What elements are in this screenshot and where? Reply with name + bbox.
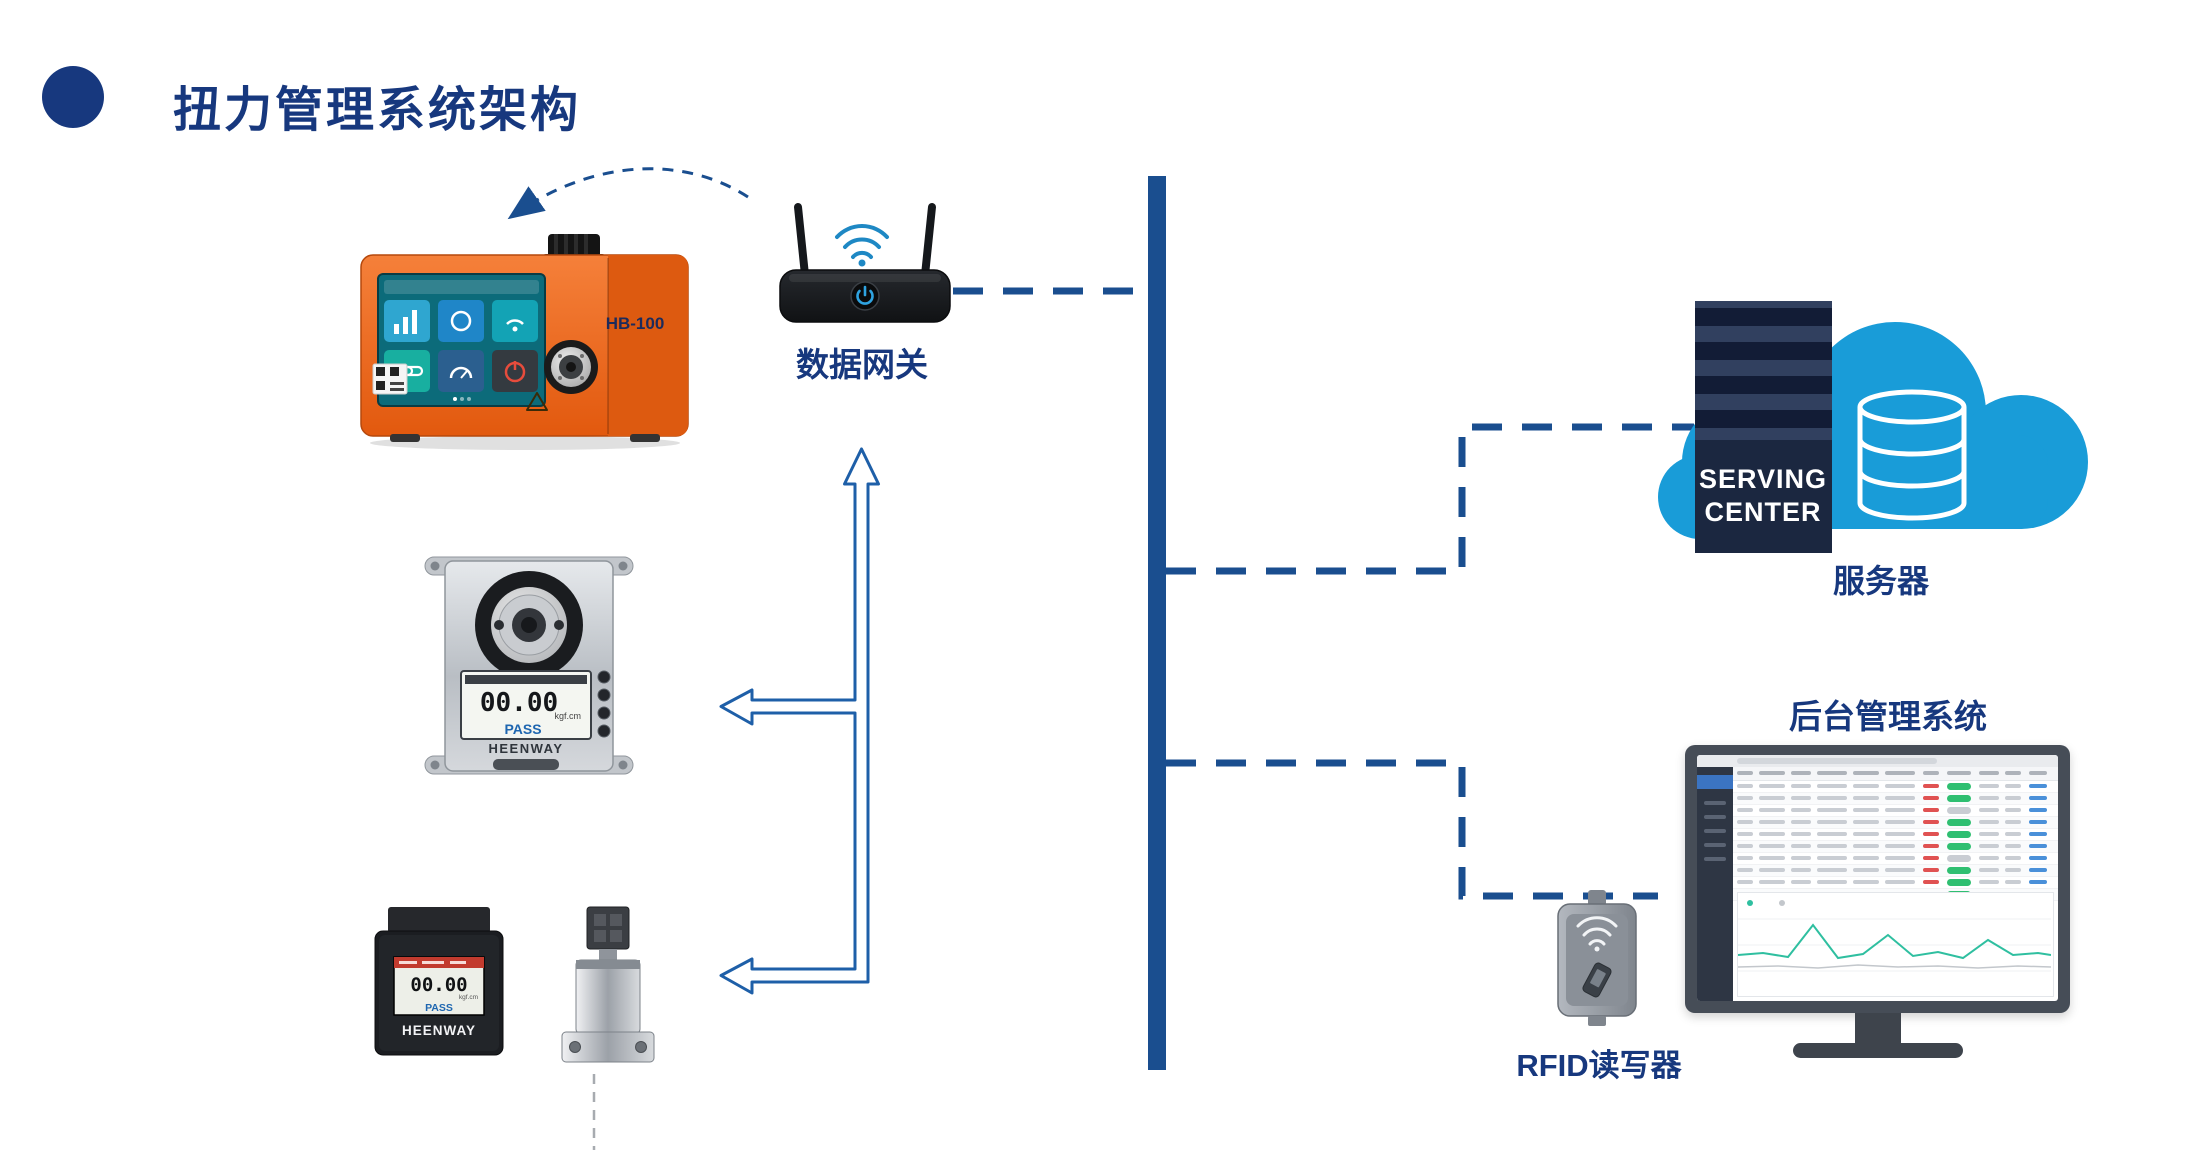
- sensor-neck: [599, 949, 617, 960]
- screen-tile-gauge-icon: [438, 350, 484, 392]
- screen-tile-chart-icon: [384, 300, 430, 342]
- backend-label: 后台管理系统: [1789, 698, 1987, 735]
- tester-gateway-link: [507, 167, 749, 220]
- tester-body-rightcap: [608, 255, 688, 436]
- backbone-server-link: [1166, 423, 1694, 575]
- monitor-screen: [1697, 755, 2058, 1001]
- monitor-table-rows: [1733, 767, 2058, 901]
- meter-chuck-icon: [475, 571, 583, 679]
- panel-status: PASS: [425, 1002, 453, 1014]
- server-label: 服务器: [1832, 563, 1930, 599]
- monitor-table-row: [1733, 817, 2058, 829]
- tester-connector-icon: [544, 340, 598, 394]
- panel-brand: HEENWAY: [402, 1023, 476, 1038]
- sidebar-item: [1704, 829, 1726, 833]
- meter-unit: kgf.cm: [554, 711, 581, 721]
- tester-foot: [390, 434, 420, 442]
- wifi-signal-icon: [835, 224, 889, 267]
- panel-torque-meter: 00.00 kgf.cm PASS HEENWAY: [374, 907, 504, 1056]
- screen-tile-power-icon: [492, 350, 538, 392]
- tester-foot: [630, 434, 660, 442]
- sidebar-active-item: [1697, 775, 1733, 789]
- meter-buttons: [597, 670, 611, 738]
- title-bullet-icon: [42, 66, 104, 128]
- router-antenna-left-icon: [794, 203, 809, 279]
- meter-status: PASS: [504, 721, 541, 737]
- tester-model-label: HB-100: [606, 314, 665, 333]
- monitor-table-row: [1733, 877, 2058, 889]
- trend-chart-icon: [1737, 900, 2052, 972]
- app-main: [1733, 767, 2058, 1001]
- rfid-label: RFID读写器: [1516, 1048, 1682, 1083]
- management-app: [1697, 767, 2058, 1001]
- meter-slot: [493, 759, 559, 770]
- rfid-tag-icon: [1582, 962, 1612, 998]
- rfid-reader: [1557, 890, 1637, 1026]
- screen-tile-sync-icon: [438, 300, 484, 342]
- monitor-table-row: [1733, 841, 2058, 853]
- server-cloud-group: SERVING CENTER: [1658, 301, 2088, 553]
- monitor-table-row: [1733, 865, 2058, 877]
- rfid-top-nub: [1588, 890, 1606, 906]
- rfid-panel: [1566, 914, 1628, 1006]
- serving-center-line1: SERVING: [1699, 464, 1827, 494]
- torque-tester-hb100: HB-100: [360, 234, 689, 450]
- screen-tile-wifi-icon: [492, 300, 538, 342]
- monitor-table-header: [1733, 767, 2058, 781]
- rfid-wifi-icon: [1576, 916, 1618, 952]
- server-tower-icon: SERVING CENTER: [1695, 301, 1832, 553]
- torque-sensor: [561, 906, 655, 1063]
- meter-brand: HEENWAY: [488, 741, 563, 756]
- backend-monitor: [1685, 745, 2070, 1060]
- rfid-bottom-nub: [1588, 1016, 1606, 1026]
- monitor-table-row: [1733, 793, 2058, 805]
- sensor-collar: [576, 960, 640, 969]
- meter-lcd: 00.00 kgf.cm PASS: [460, 670, 592, 740]
- sensor-body: [575, 959, 641, 1035]
- monitor-table-row: [1733, 781, 2058, 793]
- database-icon: [1857, 389, 1967, 521]
- tester-screen: [377, 273, 546, 407]
- tester-shadow: [370, 436, 680, 450]
- router-power-icon: [850, 281, 880, 311]
- uplink-arrow: [719, 447, 880, 995]
- warning-triangle-icon: [526, 392, 548, 411]
- page-title: 扭力管理系统架构: [173, 84, 582, 137]
- panel-value: 00.00: [410, 974, 467, 996]
- monitor-table-row: [1733, 853, 2058, 865]
- sensor-connector-icon: [586, 906, 630, 950]
- address-bar: [1737, 758, 1937, 764]
- router-highlight: [789, 274, 941, 282]
- tester-qr-label-icon: [372, 363, 408, 395]
- sensor-flange: [561, 1031, 655, 1063]
- monitor-table-row: [1733, 805, 2058, 817]
- monitor-chart: [1737, 892, 2054, 997]
- sidebar-item: [1704, 815, 1726, 819]
- meter-value: 00.00: [480, 688, 558, 718]
- serving-center-line2: CENTER: [1704, 497, 1821, 527]
- router-antenna-right-icon: [921, 203, 936, 279]
- panel-lcd: 00.00 kgf.cm PASS: [393, 956, 485, 1016]
- wifi-gateway: [779, 203, 951, 323]
- bench-torque-meter: 00.00 kgf.cm PASS HEENWAY: [424, 556, 634, 775]
- gateway-label: 数据网关: [796, 346, 928, 383]
- panel-unit: kgf.cm: [459, 994, 478, 1001]
- monitor-table-row: [1733, 829, 2058, 841]
- sidebar-item: [1704, 857, 1726, 861]
- app-sidebar: [1697, 767, 1733, 1001]
- monitor-stand-base: [1793, 1043, 1963, 1058]
- backbone-client-link: [1166, 759, 1658, 900]
- sidebar-item: [1704, 843, 1726, 847]
- sidebar-item: [1704, 801, 1726, 805]
- panel-cap: [388, 907, 490, 933]
- backbone-bar: [1148, 176, 1166, 1070]
- monitor-stand-neck: [1855, 1013, 1901, 1045]
